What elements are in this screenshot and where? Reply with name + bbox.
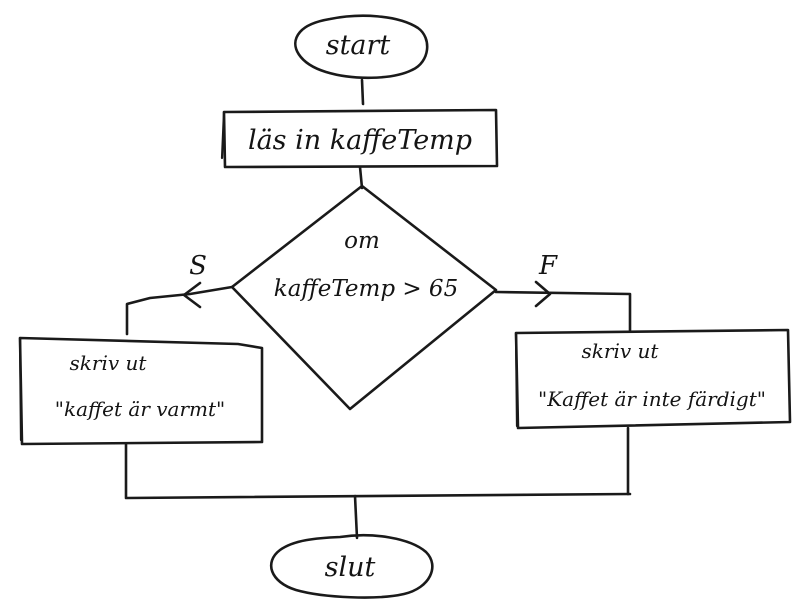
false-box-line2: "Kaffet är inte färdigt"	[538, 387, 766, 411]
start-label: start	[326, 30, 391, 61]
true-branch: S	[125, 251, 234, 336]
true-box-line1: skriv ut	[70, 351, 148, 375]
decision-line1: om	[344, 228, 380, 254]
end-node: slut	[269, 533, 434, 599]
merge-connector	[124, 426, 632, 540]
decision-node: om kaffeTemp > 65	[230, 184, 498, 411]
false-action-node: skriv ut "Kaffet är inte färdigt"	[514, 328, 792, 430]
connector-start-input	[360, 78, 365, 106]
true-box-line2: "kaffet är varmt"	[55, 397, 225, 421]
start-node: start	[294, 14, 429, 80]
true-branch-label: S	[189, 251, 207, 281]
end-label: slut	[325, 552, 376, 583]
input-node: läs in kaffeTemp	[220, 108, 499, 169]
true-branch-arrow	[182, 281, 202, 309]
false-branch: F	[494, 251, 632, 332]
false-branch-label: F	[538, 251, 558, 281]
input-label: läs in kaffeTemp	[248, 125, 472, 156]
decision-line2: kaffeTemp > 65	[274, 276, 458, 302]
true-action-node: skriv ut "kaffet är varmt"	[18, 336, 264, 446]
false-branch-arrow	[534, 280, 552, 308]
connector-input-decision	[358, 165, 364, 190]
false-box-line1: skriv ut	[582, 339, 660, 363]
